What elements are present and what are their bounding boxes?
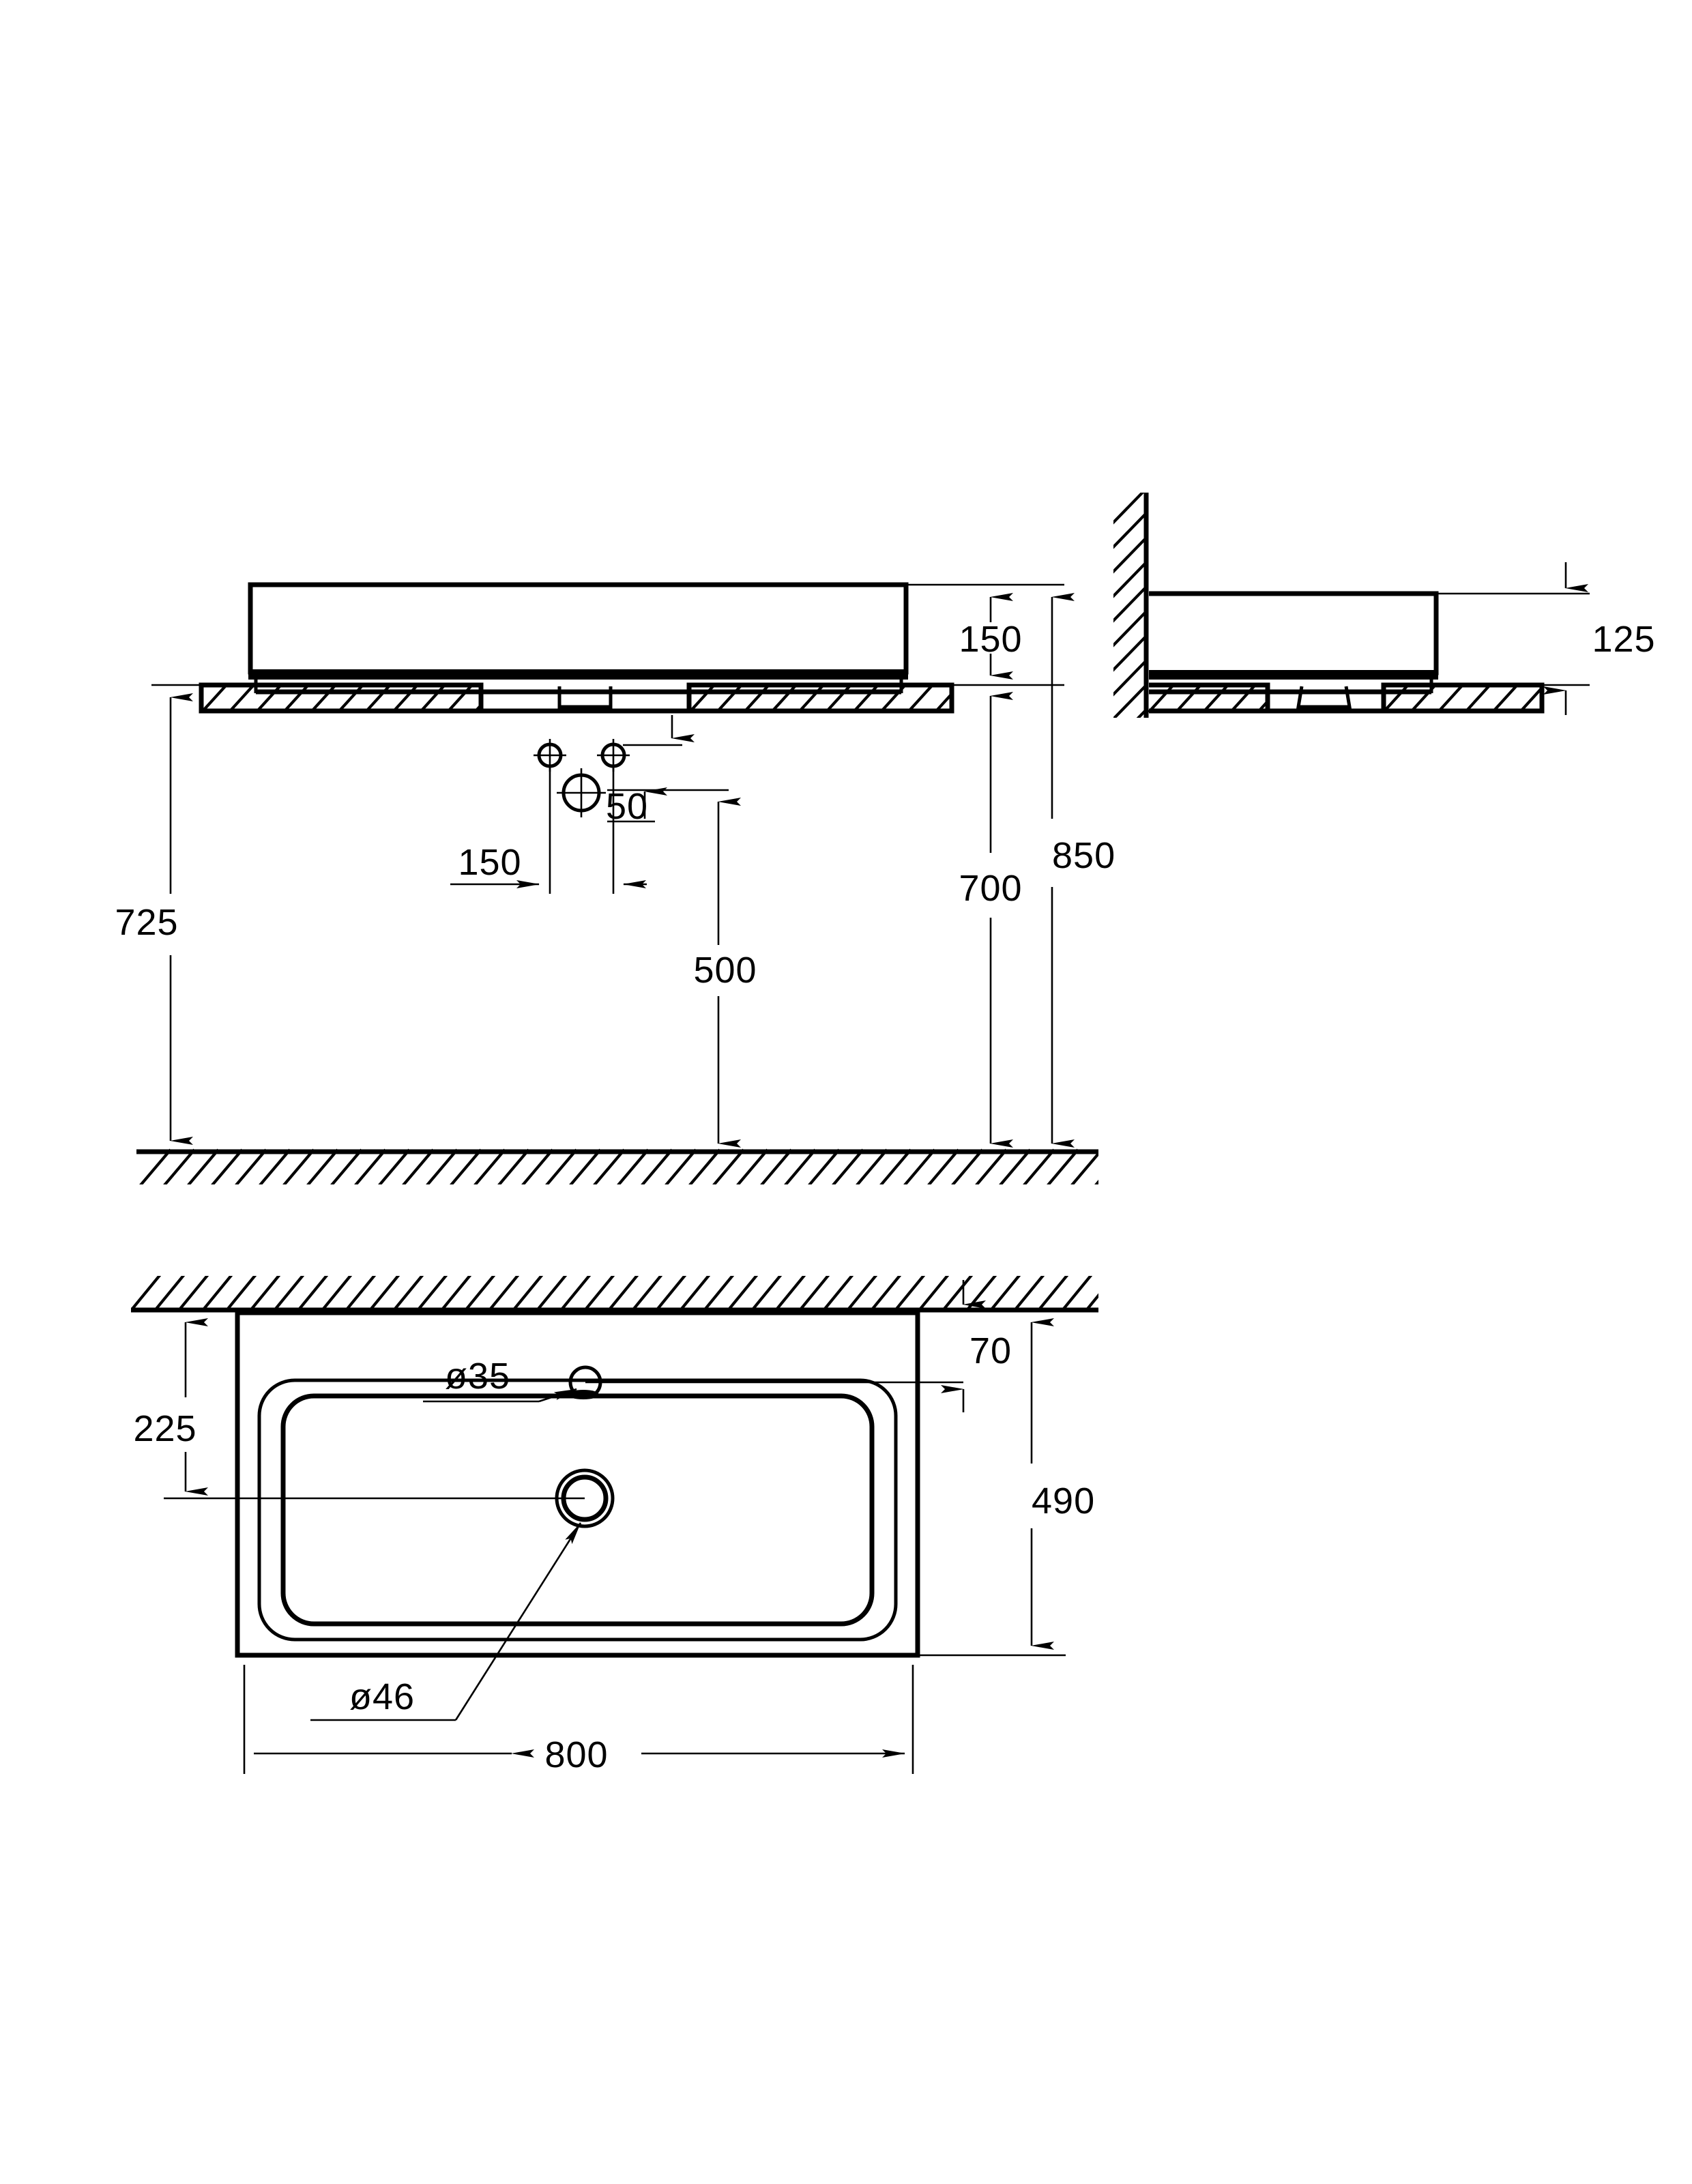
basin-body-side — [1149, 591, 1439, 695]
dim-150-tap-label: 150 — [458, 842, 521, 883]
tap-leader-front — [623, 715, 695, 746]
dimension-70: 70 — [941, 1280, 1012, 1412]
dim-490-label: 490 — [1032, 1481, 1095, 1521]
dimension-225: 225 — [133, 1318, 208, 1500]
dimension-850: 850 — [1051, 593, 1115, 1148]
dim-725-label: 725 — [115, 902, 178, 943]
basin-body-front — [248, 582, 909, 695]
basin-rim-plan — [257, 1378, 898, 1642]
waste-outlet-plan — [205, 1468, 615, 1528]
basin-bowl-plan — [280, 1393, 875, 1627]
countertop-slab-right — [686, 682, 954, 714]
countertop-cutout-front — [478, 685, 692, 714]
dimension-490: 490 — [918, 1318, 1095, 1657]
countertop-slab-left — [199, 682, 484, 714]
dim-850-label: 850 — [1052, 835, 1115, 876]
dim-50-tap-label: 50 — [606, 786, 648, 827]
leader-dia-46: ø46 — [310, 1522, 582, 1721]
floor-line-front — [136, 1148, 1098, 1184]
leader-dia-35: ø35 — [423, 1356, 577, 1403]
dimension-800: 800 — [243, 1665, 914, 1775]
dim-225-label: 225 — [133, 1408, 196, 1449]
waste-outlet-icon-front — [557, 768, 606, 817]
dim-150-basin-label: 150 — [959, 619, 1022, 660]
tap-hole-left-icon — [534, 739, 566, 772]
hatch-floor-front — [139, 1148, 1098, 1184]
dim-500-label: 500 — [693, 950, 757, 991]
dimension-50-tap: 50 — [606, 768, 667, 894]
dimension-725: 725 — [115, 684, 225, 1145]
hatch-wall-side — [1113, 493, 1146, 718]
hatch-countertop-side-right — [1384, 684, 1542, 712]
dia-35-label: ø35 — [445, 1356, 510, 1397]
hatch-wall-plan — [131, 1276, 1098, 1311]
hatch-countertop-left — [201, 684, 481, 712]
plan-view: ø35 ø46 225 70 490 — [131, 1276, 1098, 1775]
basin-outline-plan — [235, 1310, 920, 1658]
dimension-700: 700 — [959, 692, 1022, 1148]
dim-125-label: 125 — [1592, 619, 1655, 660]
side-elevation-view: 125 — [1113, 493, 1655, 718]
dia-46-label: ø46 — [349, 1676, 415, 1717]
tap-hole-right-icon — [597, 739, 630, 772]
hatch-countertop-right — [689, 684, 952, 712]
dim-700-label: 700 — [959, 868, 1022, 909]
countertop-cutout-side — [1265, 685, 1386, 714]
dimension-125: 125 — [1436, 562, 1655, 715]
dimension-150-tap: 150 — [450, 768, 551, 894]
wall-side — [1113, 493, 1149, 718]
hatch-countertop-side-left — [1146, 684, 1268, 712]
dim-800-label: 800 — [544, 1734, 608, 1775]
tap-hole-plan — [568, 1365, 963, 1399]
dimension-150-basin: 150 — [906, 583, 1064, 686]
front-elevation-view: 725 150 700 850 500 — [115, 582, 1115, 1184]
wall-line-plan — [131, 1276, 1098, 1313]
dimension-500: 500 — [655, 789, 757, 1148]
dim-70-label: 70 — [969, 1330, 1012, 1371]
countertop-slab-side-right — [1381, 682, 1545, 714]
